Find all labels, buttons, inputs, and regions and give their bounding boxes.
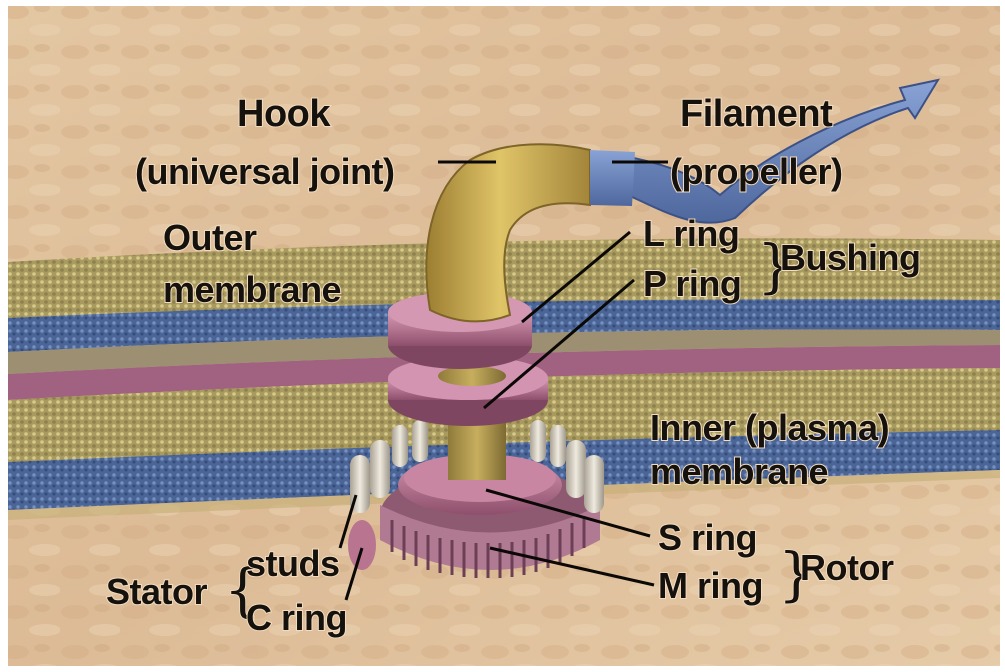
stator-stud — [550, 425, 566, 467]
c-ring-segment — [348, 520, 376, 570]
stator-stud — [370, 440, 390, 498]
inner-membrane-label-line2: membrane — [650, 451, 828, 492]
stator-stud — [392, 425, 408, 467]
studs-label: studs — [246, 543, 340, 584]
outer-membrane-label-line2: membrane — [163, 269, 341, 310]
hook-filament-junction — [590, 150, 635, 206]
rotor-label: Rotor — [800, 547, 894, 588]
m-ring-label: M ring — [658, 565, 763, 606]
stator-stud — [530, 420, 546, 462]
stator-stud — [412, 420, 428, 462]
outer-membrane-label-line1: Outer — [163, 217, 257, 258]
filament-sub-label: (propeller) — [670, 151, 843, 192]
stator-stud — [566, 440, 586, 498]
filament-label: Filament — [680, 93, 833, 135]
p-ring-label: P ring — [643, 263, 741, 304]
stator-stud — [584, 455, 604, 513]
c-ring-label: C ring — [246, 597, 347, 638]
inner-membrane-label-line1: Inner (plasma) — [650, 407, 889, 448]
bushing-label: Bushing — [780, 237, 920, 278]
hook-sub-label: (universal joint) — [135, 151, 395, 192]
stator-label: Stator — [106, 571, 208, 612]
s-ring-label: S ring — [658, 517, 757, 558]
hook-label: Hook — [237, 93, 331, 135]
l-ring-label: L ring — [643, 213, 739, 254]
